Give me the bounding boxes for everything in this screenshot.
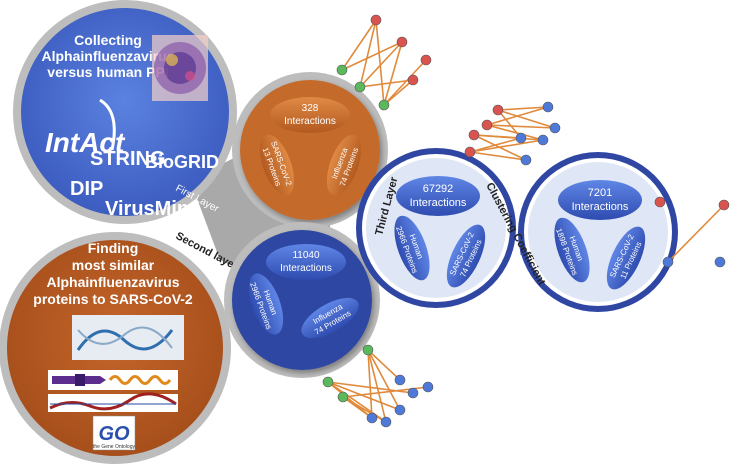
go-logo-text: GO [98,423,130,445]
network-node [423,382,433,392]
right-interactions-label: Interactions [572,201,629,213]
right-interactions-ellipse [558,180,642,220]
collecting-circle: Collecting Alphainfluenzavirus versus hu… [13,0,237,224]
db-dip: DIP [70,178,103,200]
network-edge [368,350,400,380]
blue-circle-mid: 67292 Interactions Human 2966 Proteins S… [356,148,516,308]
network-node [516,133,526,143]
finding-circle: Finding most similar Alphainfluenzavirus… [0,232,231,464]
blue-circle-right: 7201 Interactions Human 1898 Proteins SA… [518,152,678,312]
find-line-1: Finding [88,240,139,256]
network-edge [360,20,376,87]
dna-image [72,315,184,360]
network-node [715,257,725,267]
network-node [397,37,407,47]
network-node [355,82,365,92]
network-node [655,197,665,207]
network-node [323,377,333,387]
network-node [395,375,405,385]
find-line-3: Alphainfluenzavirus [46,274,179,290]
blue-circle-bottom: 11040 Interactions Human 2966 Proteins I… [224,222,380,378]
go-logo-subtitle: the Gene Ontology [93,444,135,450]
db-virusmint: VirusMint [105,198,196,220]
network-node [543,102,553,112]
network-hairball-image [152,35,208,101]
network-node [408,75,418,85]
network-node [363,345,373,355]
network-node [381,417,391,427]
collect-title-1: Collecting [74,32,142,48]
collect-title-3: versus human PPI [47,64,168,80]
network-node [465,147,475,157]
protein-domain-bar [48,370,178,390]
orange-interactions-label: Interactions [284,116,336,127]
find-line-2: most similar [72,257,155,273]
gene-ontology-logo: GO the Gene Ontology [93,416,135,450]
mid-interactions-label: Interactions [410,197,467,209]
network-node [338,392,348,402]
network-node [521,155,531,165]
orange-interactions-value: 328 [302,103,319,114]
network-node [367,413,377,423]
mid-interactions-value: 67292 [423,183,454,195]
network-node [337,65,347,75]
network-node [493,105,503,115]
right-interactions-value: 7201 [588,187,612,199]
bottom-interactions-label: Interactions [280,263,332,274]
sequence-plot [48,394,178,412]
network-node [538,135,548,145]
find-line-4: proteins to SARS-CoV-2 [33,291,193,307]
bottom-interactions-value: 11040 [292,250,320,261]
network-node [482,120,492,130]
network-node [395,405,405,415]
db-biogrid: BioGRID [145,152,219,172]
network-node [550,123,560,133]
network-node [421,55,431,65]
network-node [469,130,479,140]
network-node [663,257,673,267]
network-node [379,100,389,110]
mid-interactions-ellipse [396,176,480,216]
network-node [371,15,381,25]
network-node [408,388,418,398]
network-node [719,200,729,210]
network-edge [343,397,386,422]
